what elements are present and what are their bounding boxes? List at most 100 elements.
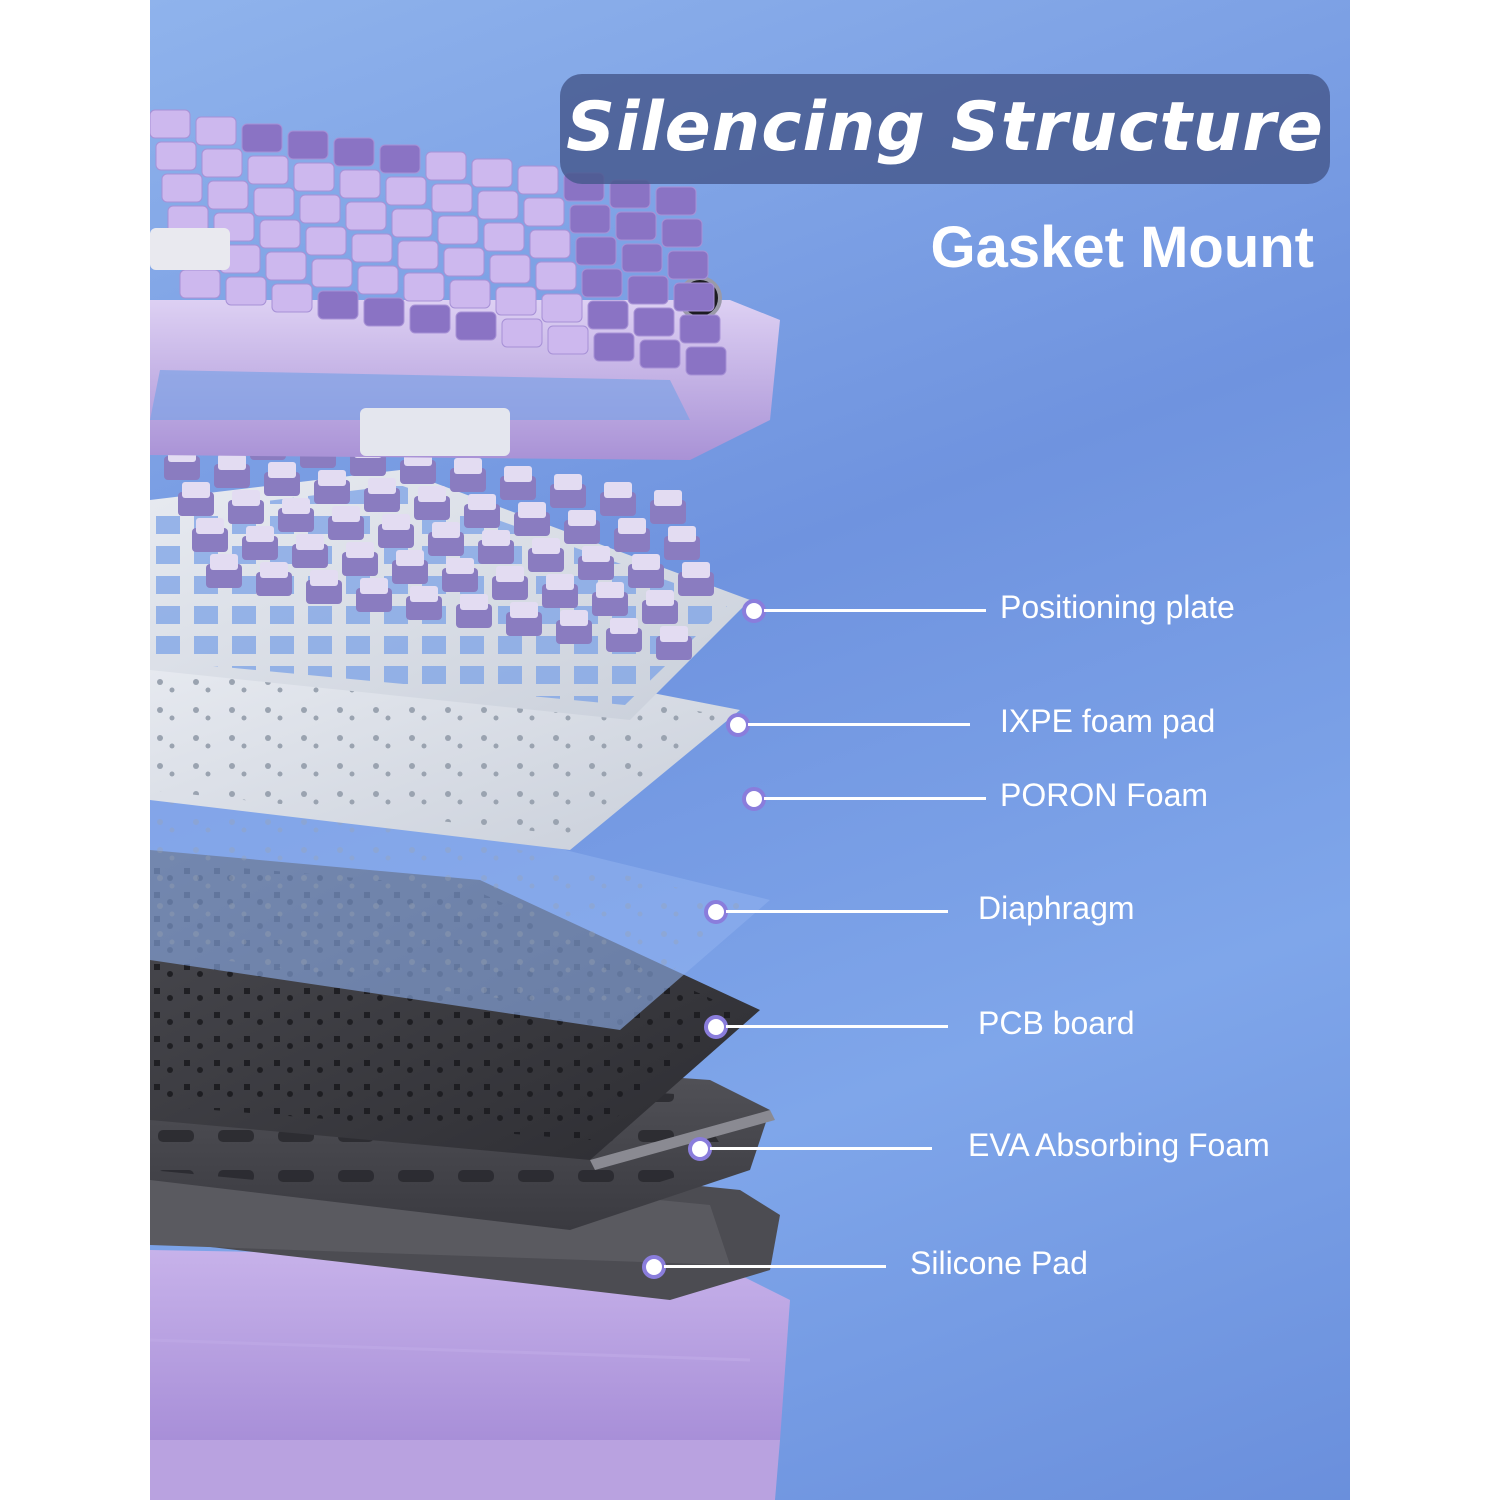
title-banner: Silencing Structure [560,74,1330,184]
keycap [363,297,405,327]
callout-label: Diaphragm [978,890,1135,926]
switch-stem [604,482,632,498]
switch-stem [260,562,288,578]
switch-stem [532,538,560,554]
switch-stem [546,574,574,590]
keycap [455,311,497,341]
keycap [161,173,203,203]
switch-stem [668,526,696,542]
switch-stem [460,594,488,610]
keycap [517,165,559,195]
switch-stem [396,550,424,566]
keycap [425,151,467,181]
switch-stem [518,502,546,518]
keycap [259,219,301,249]
switch-stem [196,518,224,534]
keycap [225,276,267,306]
keycap [569,204,611,234]
callout-dot [742,599,766,623]
keycap [655,186,697,216]
keycap [633,307,675,337]
switch-stem [568,510,596,526]
switch-stem [318,470,346,486]
switch-stem [218,454,246,470]
keycap [179,269,221,299]
callout-label: Silicone Pad [910,1245,1088,1281]
callout-line [726,1025,948,1028]
keycap [673,282,715,312]
page-title: Silencing Structure [566,88,1324,167]
switch-stem [554,474,582,490]
switch-stem [654,490,682,506]
keycap [317,290,359,320]
switch-stem [210,554,238,570]
callout-label: IXPE foam pad [1000,703,1216,739]
keycap [621,243,663,273]
switch-stem [560,610,588,626]
keycap [311,258,353,288]
keycap [333,137,375,167]
keycap [575,236,617,266]
switch-stem [310,570,338,586]
keycap [253,187,295,217]
keycap [471,158,513,188]
switch-stem [496,566,524,582]
callout-line [764,609,986,612]
switch-stem [510,602,538,618]
switch-stem [296,534,324,550]
product-image-panel: Silencing Structure Gasket Mount Positio… [150,0,1350,1500]
keycap [587,300,629,330]
callout-label: EVA Absorbing Foam [968,1127,1270,1163]
switch-stem [482,530,510,546]
callout-dot [688,1137,712,1161]
switch-stem [504,466,532,482]
keycap [449,279,491,309]
keycap [155,141,197,171]
switch-stem [346,542,374,558]
keycap [443,247,485,277]
bottom-case [150,1250,790,1500]
callout-dot [726,713,750,737]
keycap [615,211,657,241]
callout-dot [742,787,766,811]
keycap [403,272,445,302]
keycap [397,240,439,270]
keycap [529,229,571,259]
keycap [609,179,651,209]
keycap [271,283,313,313]
keycap [431,183,473,213]
keycap [150,109,191,139]
keycap-set [150,109,727,376]
keycap [535,261,577,291]
keycap [207,180,249,210]
switch-stem [446,558,474,574]
keycap [247,155,289,185]
keyboard-exploded-illustration [150,109,790,1500]
callout-dot [704,900,728,924]
keycap [409,304,451,334]
switch-stem [382,514,410,530]
keycap [523,197,565,227]
callout-label: Positioning plate [1000,589,1235,625]
callout-line [748,723,970,726]
keycap [639,339,681,369]
keycap [501,318,543,348]
keycap [345,201,387,231]
keycap [287,130,329,160]
switch-stem [632,554,660,570]
switch-stem [232,490,260,506]
positioning-plate-layer [150,470,750,720]
keycap [293,162,335,192]
keycap [685,346,727,376]
switch-stem [246,526,274,542]
callout-label: PORON Foam [1000,777,1209,813]
keycap [339,169,381,199]
callout-line [664,1265,886,1268]
switch-stem [282,498,310,514]
callout-line [726,910,948,913]
switch-stem [268,462,296,478]
switch-stem [596,582,624,598]
keycap [495,286,537,316]
keycap [201,148,243,178]
callout-line [710,1147,932,1150]
